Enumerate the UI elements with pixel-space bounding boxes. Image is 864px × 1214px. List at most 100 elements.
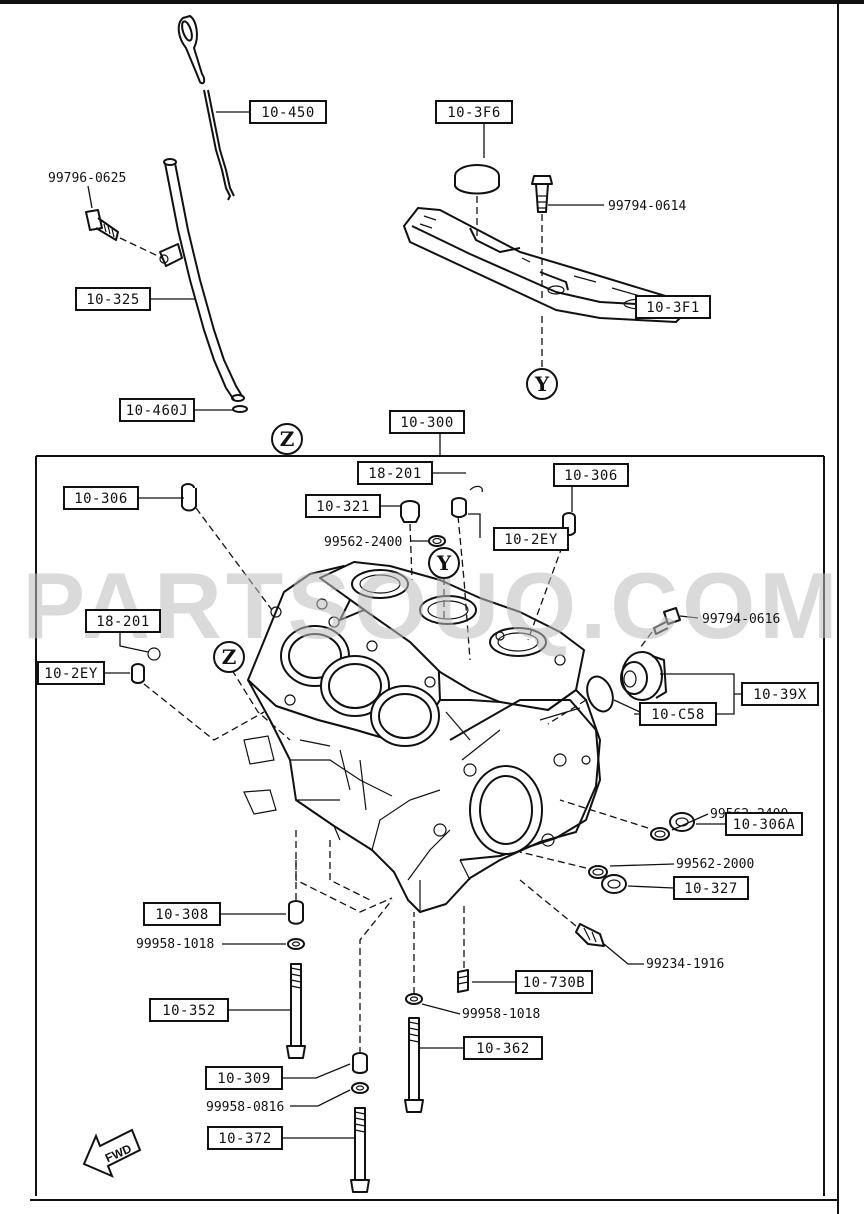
label-10-321[interactable]: 10-321 <box>305 494 381 518</box>
svg-text:10-2EY: 10-2EY <box>44 666 98 682</box>
z-to-block-dashline <box>231 669 291 741</box>
plug-99234-1916 <box>575 923 605 947</box>
svg-text:99562-2400: 99562-2400 <box>324 535 402 550</box>
ring-18-201-top <box>469 485 483 493</box>
label-10-39X[interactable]: 10-39X <box>741 682 819 706</box>
svg-text:10-352: 10-352 <box>162 1003 216 1019</box>
svg-text:10-460J: 10-460J <box>126 403 189 419</box>
reference-mark-z-block: Z <box>213 641 245 673</box>
oil-dipstick-tube <box>159 158 245 402</box>
svg-text:10-306A: 10-306A <box>733 817 796 833</box>
label-99958-1018-left[interactable]: 99958-1018 <box>136 937 214 952</box>
label-10-325[interactable]: 10-325 <box>75 287 151 311</box>
ring-18-201-left <box>147 647 161 661</box>
dowel-10-309 <box>352 1052 368 1074</box>
svg-text:10-3F1: 10-3F1 <box>646 300 700 316</box>
plug-10-321 <box>400 500 420 523</box>
svg-text:99958-1018: 99958-1018 <box>462 1007 540 1022</box>
label-10-300[interactable]: 10-300 <box>389 410 465 434</box>
cylinder-block <box>243 561 601 913</box>
label-99562-2400-top[interactable]: 99562-2400 <box>324 535 402 550</box>
label-10-2EY-top[interactable]: 10-2EY <box>493 527 569 551</box>
washer-99562-2400-top <box>428 535 446 547</box>
bolt-to-tube-dashline <box>119 237 163 259</box>
bolt-0616-dashline <box>639 631 653 649</box>
bolt-10-372 <box>350 1107 370 1193</box>
bolt-99796-0625 <box>85 209 119 241</box>
c58-dashline <box>547 699 587 725</box>
label-10-3F6[interactable]: 10-3F6 <box>435 100 513 124</box>
svg-text:99794-0614: 99794-0614 <box>608 199 686 214</box>
top-border <box>0 0 864 4</box>
reference-mark-y-top: Y <box>526 368 558 400</box>
bolt-10-362 <box>404 1017 424 1113</box>
svg-text:99794-0616: 99794-0616 <box>702 612 780 627</box>
label-10-460J[interactable]: 10-460J <box>119 398 195 422</box>
dowel-10-306-left <box>181 483 197 512</box>
label-99562-2000[interactable]: 99562-2000 <box>676 857 754 872</box>
svg-text:10-2EY: 10-2EY <box>504 532 558 548</box>
oil-dipstick <box>177 15 235 201</box>
label-10-306A[interactable]: 10-306A <box>725 812 803 836</box>
svg-text:Y: Y <box>436 551 452 575</box>
svg-text:18-201: 18-201 <box>368 466 422 482</box>
svg-text:18-201: 18-201 <box>96 614 150 630</box>
cylinder-head-cover <box>403 207 687 323</box>
label-10-306-right[interactable]: 10-306 <box>553 463 629 487</box>
label-99796-0625[interactable]: 99796-0625 <box>48 171 126 186</box>
dowel-309-dashline <box>359 899 393 1054</box>
label-10-362[interactable]: 10-362 <box>463 1036 543 1060</box>
label-10-450[interactable]: 10-450 <box>249 100 327 124</box>
label-18-201-top[interactable]: 18-201 <box>357 461 433 485</box>
svg-text:10-309: 10-309 <box>217 1071 271 1087</box>
plug-1916-dashline <box>519 879 577 927</box>
svg-text:99234-1916: 99234-1916 <box>646 957 724 972</box>
label-10-730B[interactable]: 10-730B <box>515 970 593 994</box>
reference-mark-z-top: Z <box>271 423 303 455</box>
label-10-306-left[interactable]: 10-306 <box>63 486 139 510</box>
svg-text:99958-1018: 99958-1018 <box>136 937 214 952</box>
svg-text:10-C58: 10-C58 <box>651 707 705 723</box>
washer-99958-0816 <box>351 1082 369 1094</box>
washer-99562-2000 <box>588 865 608 879</box>
plug-306A-dashline <box>559 799 649 829</box>
label-99234-1916[interactable]: 99234-1916 <box>646 957 724 972</box>
label-10-327[interactable]: 10-327 <box>673 876 749 900</box>
svg-text:10-3F6: 10-3F6 <box>447 105 501 121</box>
plug-10-2EY-top <box>451 497 467 518</box>
block-bottom-hidden-line <box>295 830 393 913</box>
washer-99958-1018-left <box>287 938 305 950</box>
svg-text:Z: Z <box>222 645 237 669</box>
label-10-3F1[interactable]: 10-3F1 <box>635 295 711 319</box>
label-10-352[interactable]: 10-352 <box>149 998 229 1022</box>
svg-text:10-362: 10-362 <box>476 1041 530 1057</box>
svg-text:10-325: 10-325 <box>86 292 140 308</box>
plug-10-327 <box>601 874 627 894</box>
label-10-308[interactable]: 10-308 <box>143 902 221 926</box>
svg-text:10-39X: 10-39X <box>753 687 807 703</box>
svg-text:99796-0625: 99796-0625 <box>48 171 126 186</box>
plug-10-321-dashline <box>409 523 413 581</box>
label-10-309[interactable]: 10-309 <box>205 1066 283 1090</box>
label-99958-1018-right[interactable]: 99958-1018 <box>462 1007 540 1022</box>
label-99958-0816[interactable]: 99958-0816 <box>206 1100 284 1115</box>
label-18-201-left[interactable]: 18-201 <box>85 609 161 633</box>
svg-text:10-306: 10-306 <box>74 491 128 507</box>
label-10-2EY-left[interactable]: 10-2EY <box>37 661 105 685</box>
oil-filler-cap <box>454 164 500 195</box>
label-10-372[interactable]: 10-372 <box>207 1126 283 1150</box>
reference-mark-y-block: Y <box>428 547 460 579</box>
o-ring-10-C58 <box>586 675 614 713</box>
block-bottom-hidden-line-2 <box>329 840 371 901</box>
plug-10-2EY-left <box>131 663 145 684</box>
label-99794-0616[interactable]: 99794-0616 <box>702 612 780 627</box>
plug-327-dashline <box>519 851 587 869</box>
leader-lines <box>87 111 742 1139</box>
svg-text:10-450: 10-450 <box>261 105 315 121</box>
svg-text:Z: Z <box>280 427 295 451</box>
label-10-C58[interactable]: 10-C58 <box>639 702 717 726</box>
svg-text:99562-2000: 99562-2000 <box>676 857 754 872</box>
label-99794-0614[interactable]: 99794-0614 <box>608 199 686 214</box>
washer-99562-2400-right <box>650 827 670 841</box>
